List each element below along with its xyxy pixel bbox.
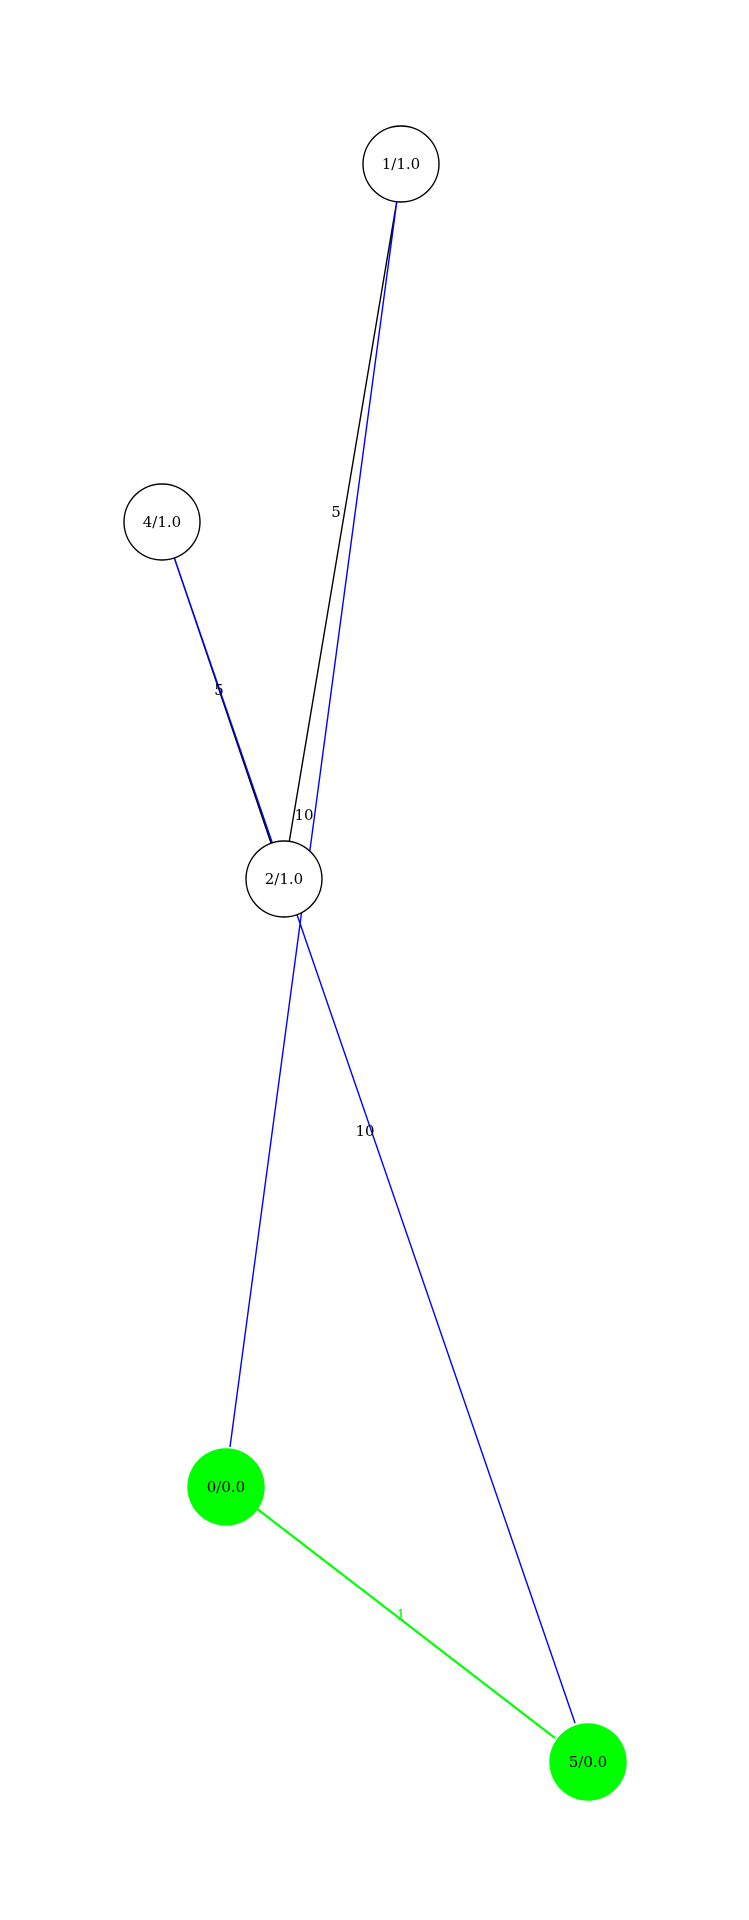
node-0-label: 0/0.0 <box>207 1478 245 1496</box>
edge-4-to-5 <box>173 556 576 1724</box>
node-1-label: 1/1.0 <box>382 155 420 173</box>
edge-label-0-5: 1 <box>396 1606 406 1624</box>
edge-0-to-5 <box>255 1507 556 1739</box>
node-2-label: 2/1.0 <box>265 870 303 888</box>
node-0-circle <box>187 1448 265 1526</box>
edge-label-4-5: 10 <box>355 1122 374 1140</box>
node-4-circle <box>123 483 201 561</box>
edge-1-to-2 <box>288 199 398 844</box>
edge-label-2-1: 10 <box>294 806 313 824</box>
node-0[interactable]: 0/0.0 <box>187 1448 265 1526</box>
node-4-label: 4/1.0 <box>143 513 181 531</box>
node-2-circle <box>245 840 323 918</box>
edge-label-1-2: 5 <box>331 503 341 521</box>
node-4[interactable]: 4/1.0 <box>123 483 201 561</box>
node-1-circle <box>362 125 440 203</box>
edge-1-to-0 <box>229 199 398 1448</box>
node-5[interactable]: 5/0.0 <box>549 1723 627 1801</box>
node-5-circle <box>549 1723 627 1801</box>
node-1[interactable]: 1/1.0 <box>362 125 440 203</box>
node-5-label: 5/0.0 <box>569 1753 607 1771</box>
node-2[interactable]: 2/1.0 <box>245 840 323 918</box>
edge-label-4-2: 5 <box>214 681 224 699</box>
